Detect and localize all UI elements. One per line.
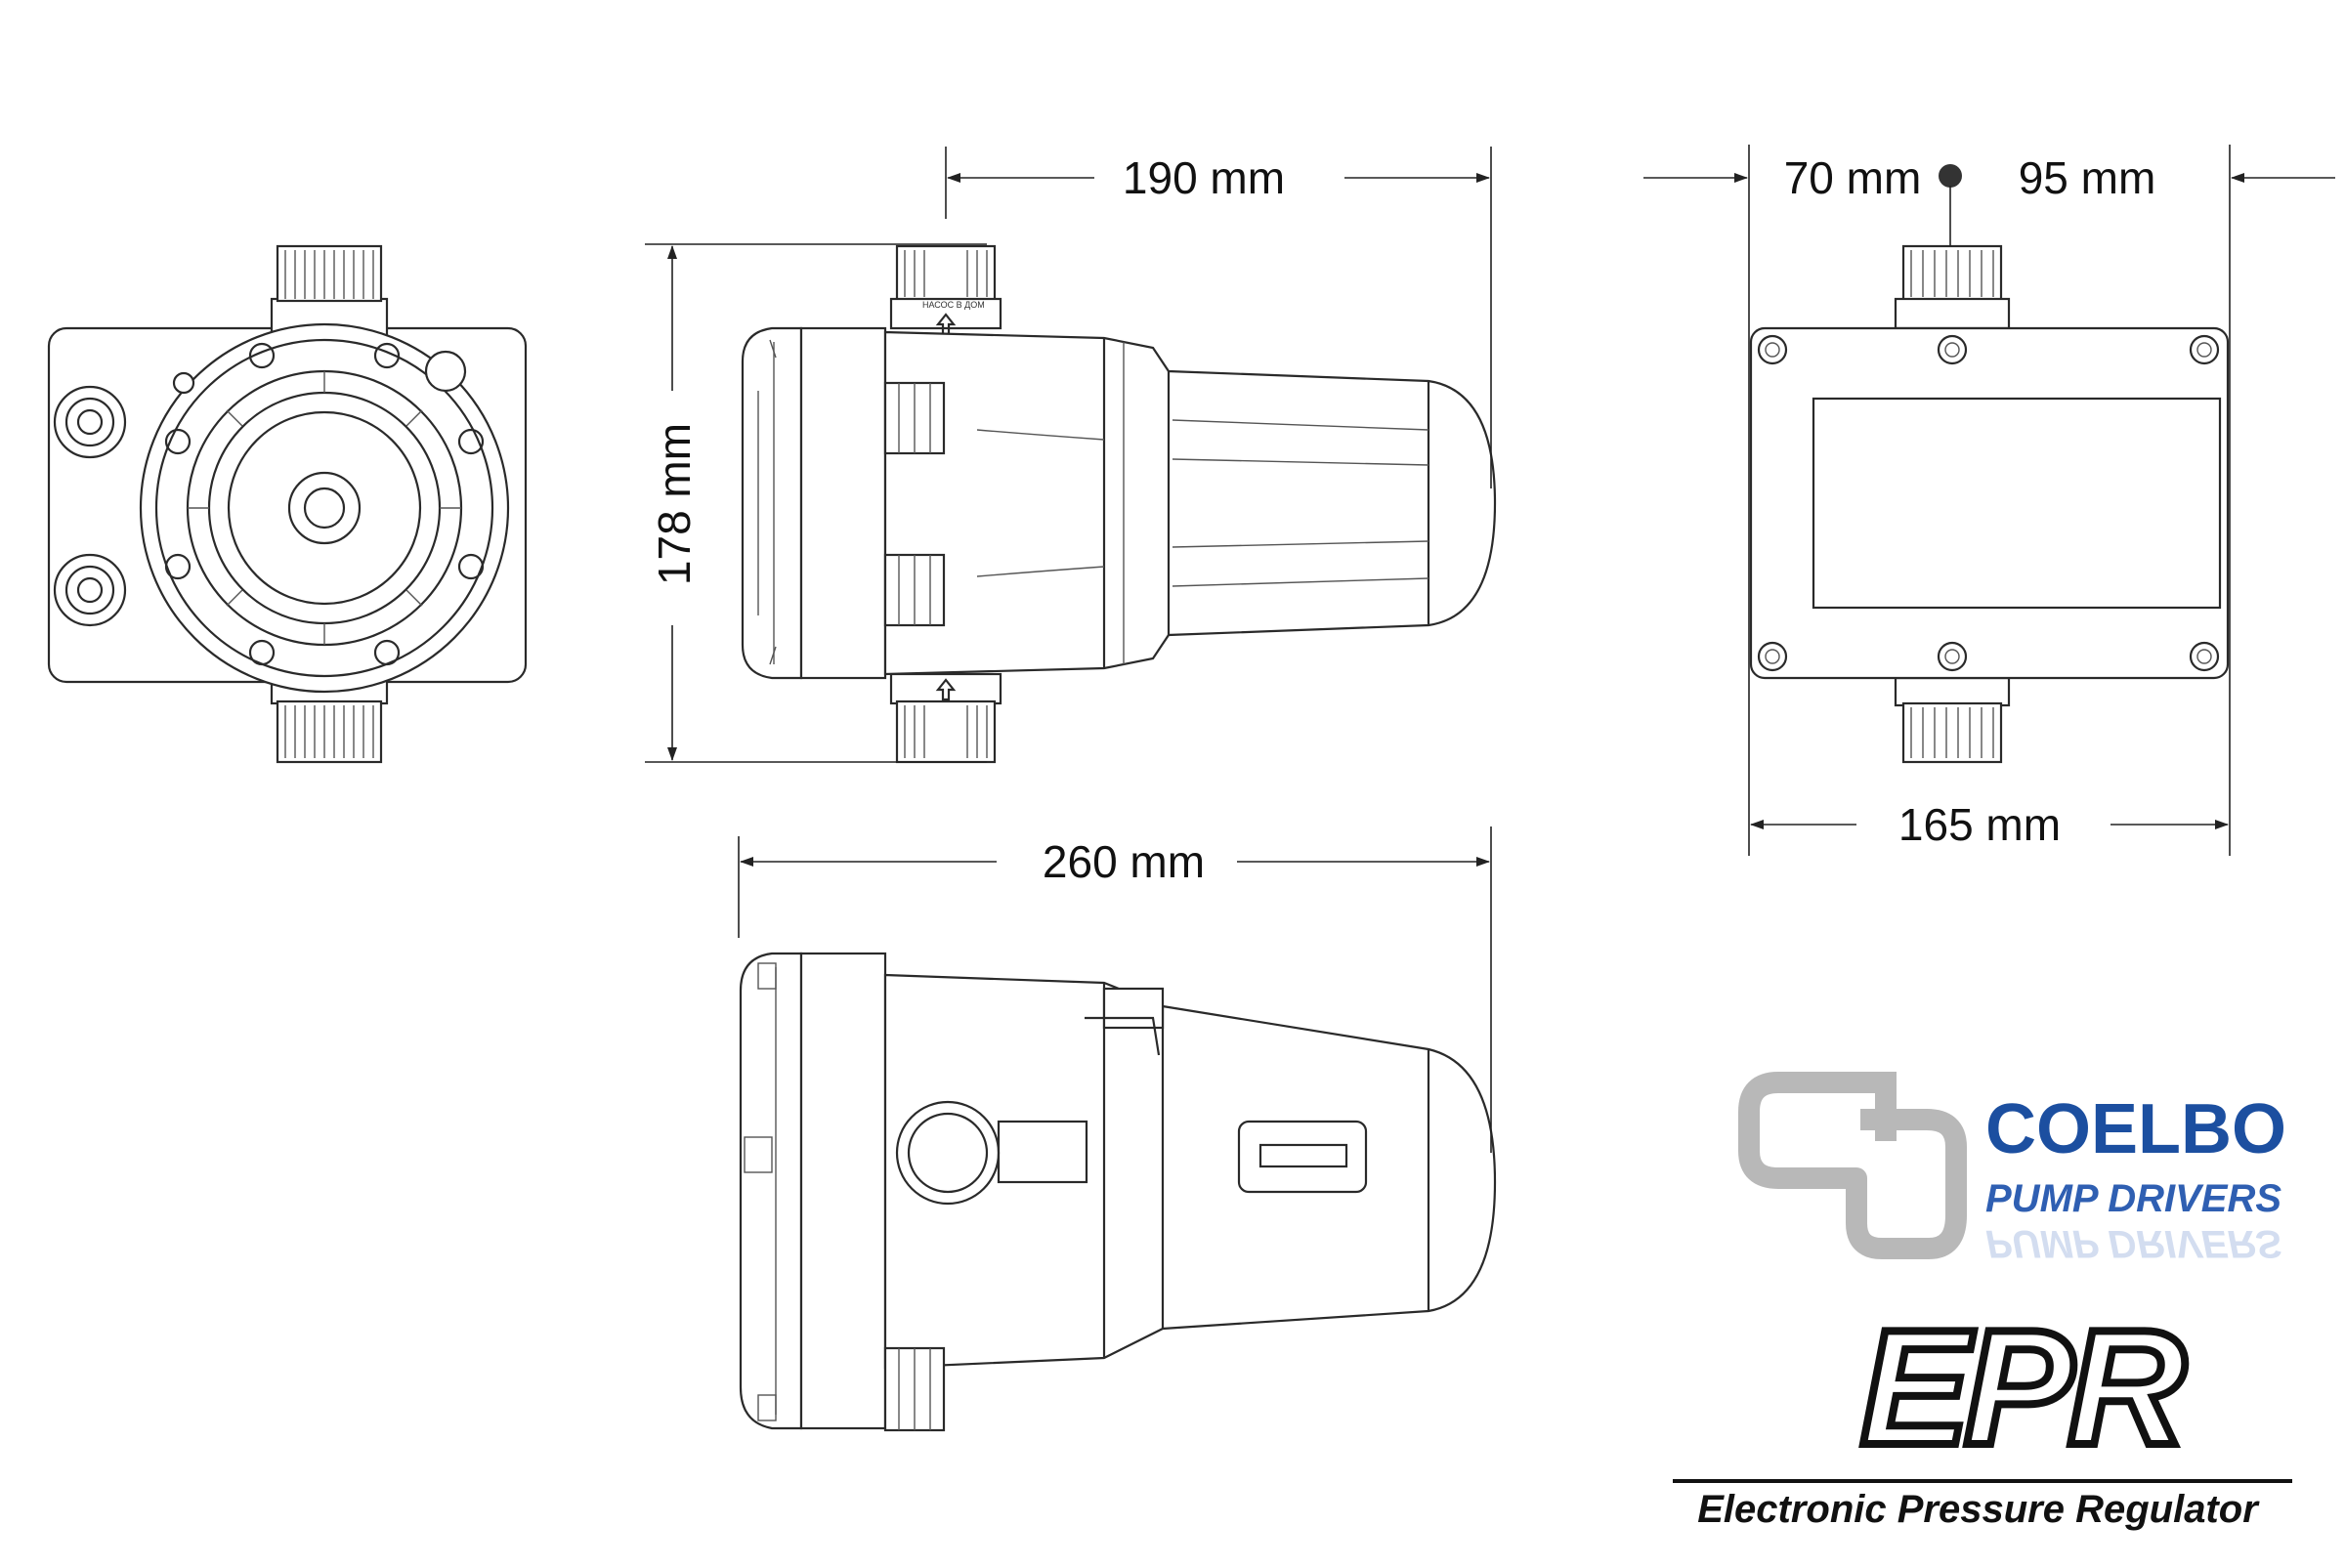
side-view-drawing: НАСОС В ДОМ (741, 244, 1497, 764)
dim-width-side: 190 mm (1123, 152, 1285, 203)
dim-height: 178 mm (649, 423, 700, 585)
epr-logo: EPR (1673, 1292, 2292, 1483)
brand-tagline-reflection: PUMP DRIVERS (1985, 1222, 2281, 1265)
coelbo-logo (1738, 1072, 1967, 1259)
top-view-drawing (1749, 244, 2230, 764)
brand-tagline: PUMP DRIVERS (1985, 1177, 2281, 1220)
bottom-view-drawing (739, 952, 1497, 1432)
front-view-drawing (47, 244, 528, 764)
dimension-lines (645, 145, 2335, 1153)
dim-depth-front: 70 mm (1784, 152, 1922, 203)
epr-product-text: EPR (1860, 1295, 2186, 1479)
dim-length: 260 mm (1043, 836, 1205, 887)
inlet-label: НАСОС В ДОМ (922, 300, 985, 310)
brand-name: COELBO (1985, 1090, 2286, 1168)
epr-product-fullname: Electronic Pressure Regulator (1697, 1488, 2260, 1531)
dim-width-top: 165 mm (1898, 799, 2061, 850)
center-point-icon (1939, 164, 1962, 188)
dim-depth-back: 95 mm (2019, 152, 2156, 203)
